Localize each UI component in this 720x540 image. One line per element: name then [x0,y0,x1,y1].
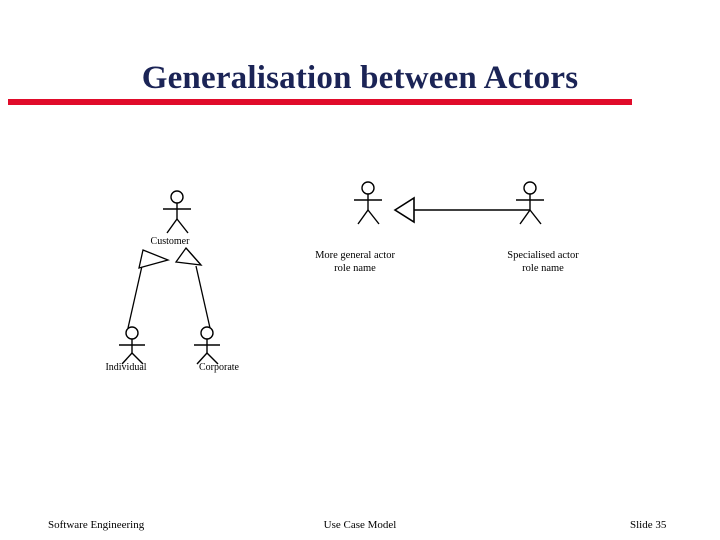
actor-specialised [516,181,544,225]
generalisation-arrow-specialised [393,196,530,224]
generalisation-arrow-corporate [174,246,211,329]
actor-label-customer: Customer [150,236,190,247]
generalisation-arrow-individual [127,249,171,329]
footer-left-text: Software Engineering [48,519,145,531]
title-divider-rule [8,99,632,105]
actor-more-general [354,181,382,225]
actor-corporate [194,326,220,365]
role-label-specialised-line2: role name [522,263,564,274]
actor-customer [163,190,191,234]
footer-center-text: Use Case Model [323,519,397,531]
role-label-specialised: Specialised actor role name [507,249,578,275]
role-label-more-general-line2: role name [334,263,376,274]
footer-slide-number: Slide 35 [630,519,667,531]
actor-individual [119,326,145,365]
actor-label-corporate: Corporate [199,362,239,373]
role-label-specialised-line1: Specialised actor [507,250,579,261]
actor-label-individual: Individual [105,362,147,373]
page-title: Generalisation between Actors [141,60,579,96]
role-label-more-general: More general actor role name [315,249,395,275]
role-label-more-general-line1: More general actor [315,250,395,261]
